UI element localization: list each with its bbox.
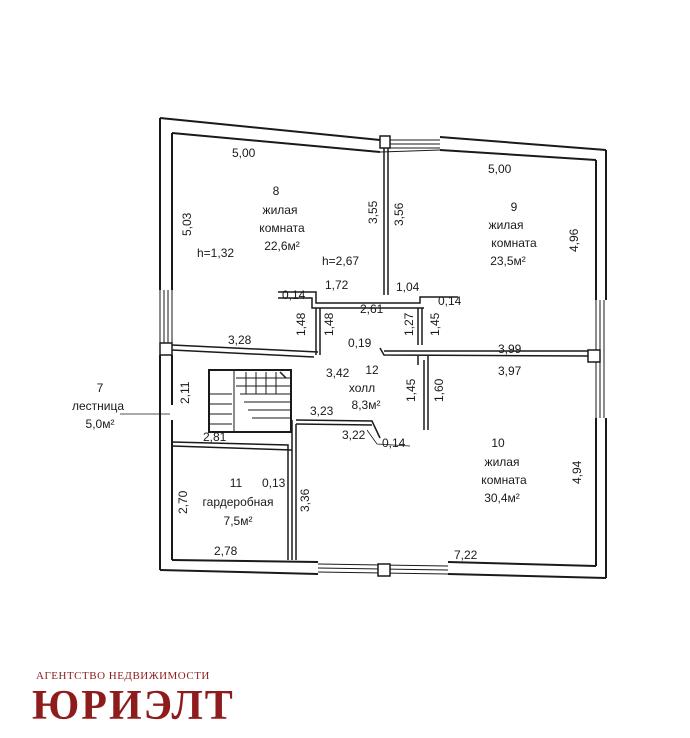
dim-label-vertical: 3,36 — [298, 488, 312, 512]
dim-label: 2,78 — [214, 544, 238, 558]
dim-label: 1,04 — [396, 280, 420, 294]
dim-label-vertical: 2,11 — [178, 381, 192, 404]
dim-label: 3,23 — [310, 404, 334, 418]
dimension-lines — [120, 413, 411, 447]
room-7-area: 5,0м² — [85, 417, 115, 431]
dim-label: 0,14 — [438, 294, 462, 308]
room-11-name1: гардеробная — [202, 495, 274, 509]
room-9-name2: комната — [491, 236, 537, 250]
room-10-name1: жилая — [484, 455, 520, 469]
dim-label-vertical: 1,45 — [428, 312, 442, 336]
dim-label-vertical: 1,48 — [322, 312, 336, 336]
dim-label: 2,61 — [360, 302, 384, 316]
dim-label: 2,81 — [203, 430, 227, 444]
height-label-1: h=1,32 — [197, 246, 235, 260]
outer-walls — [159, 117, 607, 579]
height-label-2: h=2,67 — [322, 254, 360, 268]
room-8-number: 8 — [272, 184, 280, 198]
room-8-area: 22,6м² — [264, 239, 300, 253]
dim-label: 3,22 — [342, 428, 366, 442]
room-7-name1: лестница — [71, 399, 125, 413]
dim-label: 3,28 — [228, 333, 252, 347]
dim-label-vertical: 3,55 — [366, 200, 380, 224]
dim-label: 7,22 — [454, 548, 478, 562]
dim-label: 3,42 — [326, 366, 350, 380]
dim-label: 5,00 — [488, 162, 512, 176]
dim-label-vertical: 1,27 — [402, 312, 416, 336]
room-9-number: 9 — [510, 200, 518, 214]
dim-label: 3,99 — [498, 342, 522, 356]
room-12-area: 8,3м² — [351, 398, 381, 412]
room-7-number: 7 — [96, 381, 104, 395]
brand-subtitle: АГЕНТСТВО НЕДВИЖИМОСТИ — [36, 670, 210, 682]
dim-label-vertical: 1,48 — [294, 312, 308, 336]
dim-label: 3,97 — [498, 364, 522, 378]
dim-label-vertical: 2,70 — [176, 490, 190, 514]
room-9-name1: жилая — [488, 218, 524, 232]
dim-label: 0,14 — [382, 436, 406, 450]
brand-logo-text: ЮРИЭЛТ — [32, 683, 235, 729]
room-12-number: 12 — [365, 363, 379, 377]
room-9-area: 23,5м² — [490, 254, 526, 268]
room-8-name2: комната — [259, 221, 305, 235]
dim-label-vertical: 3,56 — [392, 202, 406, 226]
wall-posts — [159, 135, 601, 577]
dim-label-vertical: 4,94 — [570, 460, 584, 484]
dim-label: 0,14 — [282, 288, 306, 302]
interior-walls — [171, 148, 589, 560]
dim-label: 0,13 — [262, 476, 286, 490]
dim-label: 1,72 — [325, 278, 349, 292]
dim-label: 0,19 — [348, 336, 372, 350]
staircase — [208, 369, 292, 433]
room-12-name1: холл — [348, 381, 376, 395]
dim-label-vertical: 1,60 — [432, 378, 446, 402]
dim-label-vertical: 1,45 — [404, 378, 418, 402]
room-10-area: 30,4м² — [484, 491, 520, 505]
room-8-name1: жилая — [262, 203, 298, 217]
room-11-number: 11 — [229, 476, 243, 490]
dim-label: 5,00 — [232, 146, 256, 160]
dim-label-vertical: 4,96 — [567, 228, 581, 252]
room-10-number: 10 — [491, 436, 505, 450]
room-11-area: 7,5м² — [223, 514, 253, 528]
dim-label-vertical: 5,03 — [180, 212, 194, 236]
room-10-name2: комната — [481, 473, 527, 487]
